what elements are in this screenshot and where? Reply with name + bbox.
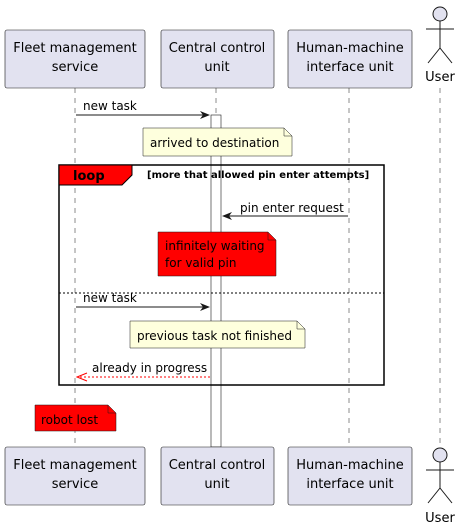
message-pin-enter-request: pin enter request [222, 201, 348, 220]
message-label: pin enter request [240, 201, 344, 215]
participant-label: interface unit [306, 477, 393, 492]
note-waiting-pin: infinitely waiting for valid pin [157, 231, 277, 277]
note-previous-task: previous task not finished [129, 320, 306, 349]
participant-ccu-top: Central control unit [160, 29, 275, 89]
note-text: previous task not finished [137, 329, 292, 343]
participant-label: unit [204, 477, 229, 492]
note-text: robot lost [41, 413, 98, 427]
loop-tab [58, 164, 133, 186]
participant-label: Human-machine [296, 41, 403, 56]
participant-label: interface unit [306, 60, 393, 75]
note-text: for valid pin [165, 256, 236, 270]
participant-box [4, 446, 146, 506]
participant-box [4, 29, 146, 89]
message-new-task-1: new task [76, 99, 210, 119]
message-label: new task [83, 291, 137, 305]
loop-box [58, 164, 385, 386]
message-label: already in progress [92, 361, 207, 375]
participant-label: Central control [169, 458, 266, 473]
participant-hmi-top: Human-machine interface unit [287, 29, 413, 89]
participant-label: service [52, 477, 99, 492]
participant-box [287, 446, 413, 506]
participant-box [160, 29, 275, 89]
note-text: infinitely waiting [165, 239, 265, 253]
participant-label: Human-machine [296, 458, 403, 473]
participant-fleet-bottom: Fleet management service [4, 446, 146, 506]
actor-user-bottom: User [425, 447, 455, 526]
loop-keyword: loop [73, 169, 105, 184]
message-new-task-2: new task [76, 291, 210, 311]
participant-fleet-top: Fleet management service [4, 29, 146, 89]
participant-hmi-bottom: Human-machine interface unit [287, 446, 413, 506]
actor-label: User [425, 511, 455, 526]
participant-label: Fleet management [13, 458, 136, 473]
participant-box [160, 446, 275, 506]
message-already-in-progress: already in progress [75, 361, 210, 382]
participant-label: Fleet management [13, 41, 136, 56]
note-arrived: arrived to destination [142, 127, 293, 157]
note-robot-lost: robot lost [34, 404, 117, 432]
actor-icon [426, 6, 454, 64]
participant-box [287, 29, 413, 89]
loop-frame: loop [more that allowed pin enter attemp… [58, 164, 385, 386]
participant-label: unit [204, 60, 229, 75]
actor-icon [426, 447, 454, 504]
note-text: arrived to destination [150, 136, 279, 150]
actor-label: User [425, 70, 455, 85]
message-label: new task [83, 99, 137, 113]
loop-condition: [more that allowed pin enter attempts] [147, 170, 369, 181]
actor-user-top: User [425, 6, 455, 85]
participant-label: Central control [169, 41, 266, 56]
participant-ccu-bottom: Central control unit [160, 446, 275, 506]
participant-label: service [52, 60, 99, 75]
